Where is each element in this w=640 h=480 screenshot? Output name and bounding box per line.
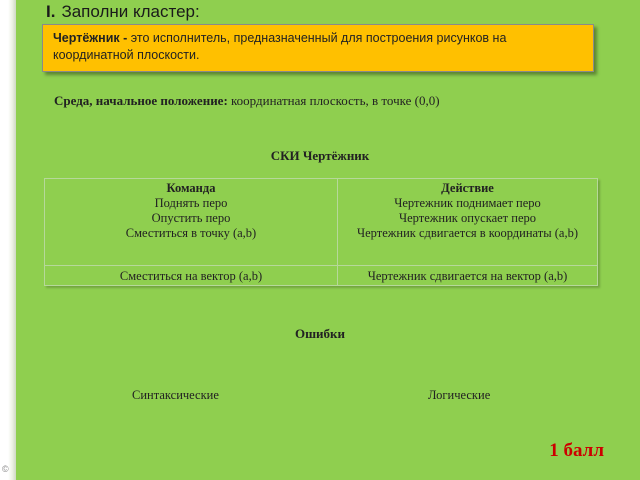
- environment-line: Среда, начальное положение: координатная…: [54, 93, 440, 109]
- action-item: Чертежник поднимает перо: [394, 196, 541, 210]
- commands-table: Команда Поднять перо Опустить перо Смест…: [44, 178, 598, 286]
- slide-background: [16, 0, 640, 480]
- copyright-mark: ©: [2, 464, 9, 474]
- syntax-errors-label: Синтаксические: [132, 388, 219, 402]
- slide-title: I. Заполни кластер:: [46, 2, 200, 22]
- ski-title: СКИ Чертёжник: [270, 148, 370, 163]
- command-item: Сместиться в точку (a,b): [125, 226, 257, 240]
- command-item: Поднять перо: [154, 196, 228, 210]
- commands-column: Команда Поднять перо Опустить перо Смест…: [45, 179, 337, 241]
- title-number: I.: [46, 2, 56, 21]
- action-item: Чертежник опускает перо: [398, 211, 537, 225]
- action-item: Чертежник сдвигается в координаты (a,b): [357, 226, 578, 240]
- environment-text: координатная плоскость, в точке (0,0): [227, 93, 440, 108]
- header-action: Действие: [441, 181, 494, 195]
- score-label: 1 балл: [549, 440, 604, 461]
- command-item: Опустить перо: [151, 211, 231, 225]
- environment-label: Среда, начальное положение:: [54, 93, 228, 108]
- definition-box: Чертёжник - это исполнитель, предназначе…: [42, 24, 594, 72]
- table-divider-horizontal: [45, 265, 597, 266]
- left-border-strip: [0, 0, 16, 480]
- actions-column: Действие Чертежник поднимает перо Чертеж…: [338, 179, 597, 241]
- errors-title: Ошибки: [294, 326, 346, 341]
- action-item-last: Чертежник сдвигается на вектор (a,b): [367, 269, 568, 283]
- command-item-last: Сместиться на вектор (a,b): [119, 269, 263, 283]
- logical-errors-label: Логические: [428, 388, 491, 402]
- header-command: Команда: [166, 181, 216, 195]
- table-divider-vertical: [337, 179, 338, 285]
- definition-text: это исполнитель, предназначенный для пос…: [53, 31, 507, 62]
- definition-term: Чертёжник -: [53, 31, 128, 45]
- title-text: Заполни кластер:: [61, 2, 200, 21]
